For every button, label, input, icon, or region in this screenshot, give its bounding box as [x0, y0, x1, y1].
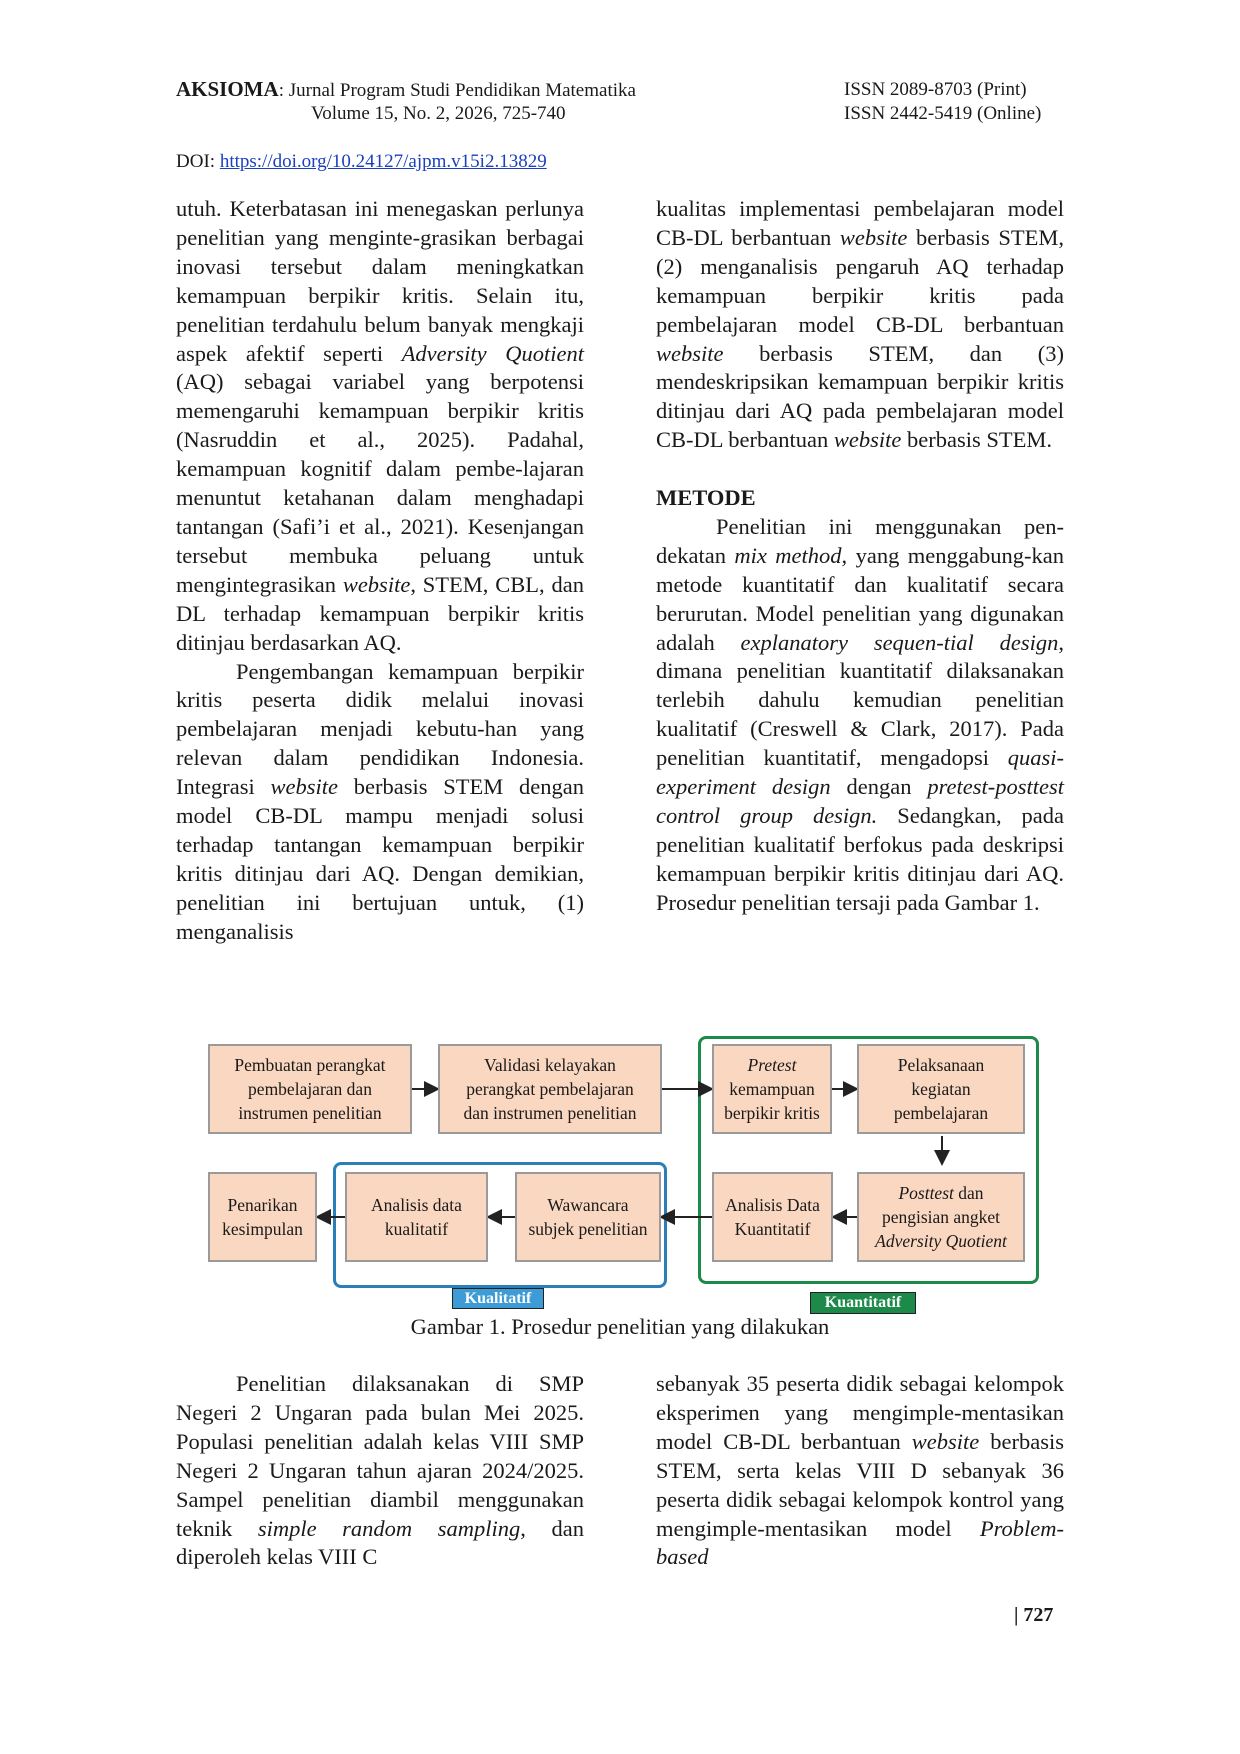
text: utuh. Keterbatasan ini menegaskan perlun…	[176, 196, 584, 366]
box-line: Analisis data	[371, 1195, 462, 1215]
italic-text: explanatory sequen-tial design	[740, 629, 1059, 655]
paragraph: Penelitian dilaksanakan di SMP Negeri 2 …	[176, 1370, 584, 1572]
text: sebanyak 35 peserta didik sebagai kelomp…	[656, 1371, 1064, 1454]
text: berbasis STEM.	[901, 427, 1052, 453]
figure-caption: Gambar 1. Prosedur penelitian yang dilak…	[410, 1314, 830, 1339]
italic-text: Posttest	[898, 1183, 954, 1203]
box-line: perangkat pembelajaran	[466, 1079, 634, 1099]
step-conclusion: Penarikan kesimpulan	[208, 1172, 317, 1262]
step-validation: Validasi kelayakan perangkat pembelajara…	[438, 1044, 662, 1134]
box-line: kesimpulan	[222, 1219, 303, 1239]
text: Penelitian dilaksanakan di SMP Negeri 2 …	[176, 1371, 584, 1541]
quantitative-frame	[698, 1036, 1039, 1284]
box-line: Analisis Data	[725, 1195, 820, 1215]
doi-line: DOI: https://doi.org/10.24127/ajpm.v15i2…	[176, 151, 547, 173]
box-line: dan instrumen penelitian	[463, 1103, 637, 1123]
text: dengan	[830, 774, 928, 800]
step-learning-activity: Pelaksanaan kegiatan pembelajaran	[857, 1044, 1025, 1134]
paragraph: kualitas implementasi pembelajaran model…	[656, 195, 1064, 455]
paragraph: sebanyak 35 peserta didik sebagai kelomp…	[656, 1370, 1064, 1572]
box-line: Pelaksanaan	[897, 1055, 985, 1075]
flow-arrows	[315, 1081, 950, 1225]
step-pretest: Pretest kemampuan berpikir kritis	[712, 1044, 832, 1134]
text: Pengembangan kemampuan berpikir kritis p…	[176, 658, 584, 800]
box-line: Pembuatan perangkat	[234, 1055, 386, 1075]
italic-text: pretest-posttest control group design.	[656, 774, 1064, 829]
box-line: instrumen penelitian	[238, 1103, 382, 1123]
text: , yang menggabung-kan metode kuantitatif…	[656, 542, 1064, 655]
doi-label: DOI:	[176, 151, 220, 172]
page-number: | 727	[1014, 1604, 1054, 1626]
italic-text: simple random sampling	[257, 1515, 521, 1541]
box-line: Penarikan	[227, 1195, 298, 1215]
italic-text: mix method	[734, 542, 842, 568]
journal-subtitle: : Jurnal Program Studi Pendidikan Matema…	[278, 80, 636, 101]
issn-print: ISSN 2089-8703 (Print)	[844, 79, 1027, 100]
journal-volume: Volume 15, No. 2, 2026, 725-740	[311, 103, 566, 124]
text: Penelitian ini menggunakan pen-dekatan	[656, 513, 1064, 568]
journal-name: AKSIOMA	[176, 77, 279, 101]
box-line: kemampuan	[729, 1079, 815, 1099]
italic-text: website	[839, 224, 908, 250]
box-line: berpikir kritis	[724, 1103, 820, 1123]
section-heading-metode: METODE	[656, 485, 756, 511]
text: berbasis STEM, serta kelas VIII D sebany…	[656, 1428, 1065, 1541]
italic-text: website	[833, 427, 902, 453]
box-line: Wawancara	[547, 1195, 629, 1215]
italic-text: website	[342, 571, 411, 597]
box-line: Kuantitatif	[734, 1219, 811, 1239]
right-column-bottom: sebanyak 35 peserta didik sebagai kelomp…	[656, 1370, 1064, 1572]
text: berbasis STEM, (2) menganalisis pengaruh…	[656, 224, 1064, 337]
left-column-top: utuh. Keterbatasan ini menegaskan perlun…	[176, 195, 584, 947]
text: , dan diperoleh kelas VIII C	[176, 1515, 584, 1570]
italic-text: website	[270, 774, 338, 800]
text: Sedangkan, pada penelitian kualitatif be…	[656, 803, 1064, 915]
step-prepare-materials: Pembuatan perangkat pembelajaran dan ins…	[208, 1044, 412, 1134]
text: , STEM, CBL, dan DL terhadap kemampuan b…	[176, 571, 584, 655]
box-line: subjek penelitian	[528, 1219, 648, 1239]
step-qualitative-analysis: Analisis data kualitatif	[345, 1172, 488, 1262]
box-line: pengisian angket	[881, 1207, 1001, 1227]
journal-title-line: AKSIOMA: Jurnal Program Studi Pendidikan…	[176, 77, 636, 103]
box-line: Validasi kelayakan	[484, 1055, 616, 1075]
step-posttest-questionnaire: Posttest dan pengisian angket Adversity …	[857, 1172, 1025, 1262]
quantitative-tag: Kuantitatif	[810, 1292, 916, 1314]
text: , dimana penelitian kuantitatif dilaksan…	[656, 629, 1064, 771]
italic-text: Adversity Quotient	[875, 1231, 1007, 1251]
box-line: pembelajaran	[893, 1103, 989, 1123]
step-quantitative-analysis: Analisis Data Kuantitatif	[712, 1172, 833, 1262]
paragraph: Penelitian ini menggunakan pen-dekatan m…	[656, 513, 1064, 918]
box-line: kegiatan	[911, 1079, 971, 1099]
box-line: Pretest	[748, 1053, 797, 1077]
italic-text: Adversity Quotient	[401, 340, 584, 366]
qualitative-tag: Kualitatif	[452, 1288, 544, 1309]
italic-text: website	[911, 1428, 980, 1454]
italic-text: Problem-based	[656, 1515, 1064, 1570]
italic-text: website	[656, 340, 724, 366]
text: berbasis STEM dengan model CB-DL mampu m…	[176, 774, 584, 944]
box-line: Posttest dan	[898, 1181, 983, 1205]
text: (AQ) sebagai variabel yang berpotensi me…	[176, 369, 584, 597]
paragraph: Pengembangan kemampuan berpikir kritis p…	[176, 658, 584, 947]
doi-link[interactable]: https://doi.org/10.24127/ajpm.v15i2.1382…	[219, 151, 547, 172]
left-column-bottom: Penelitian dilaksanakan di SMP Negeri 2 …	[176, 1370, 584, 1572]
italic-text: Pretest	[747, 1055, 797, 1075]
qualitative-frame	[333, 1162, 667, 1288]
italic-text: quasi-experiment design	[656, 745, 1064, 800]
paragraph: utuh. Keterbatasan ini menegaskan perlun…	[176, 195, 584, 658]
text: dan	[953, 1183, 984, 1203]
right-column-top: kualitas implementasi pembelajaran model…	[656, 195, 1064, 918]
box-line: pembelajaran dan	[248, 1079, 372, 1099]
box-line: Adversity Quotient	[875, 1229, 1007, 1253]
text: kualitas implementasi pembelajaran model…	[656, 196, 1064, 250]
box-line: kualitatif	[384, 1219, 449, 1239]
step-interview: Wawancara subjek penelitian	[515, 1172, 661, 1262]
issn-online: ISSN 2442-5419 (Online)	[844, 103, 1042, 124]
procedure-flow-diagram: Pembuatan perangkat pembelajaran dan ins…	[205, 1036, 1041, 1320]
text: berbasis STEM, dan (3) mendeskripsikan k…	[656, 340, 1064, 453]
